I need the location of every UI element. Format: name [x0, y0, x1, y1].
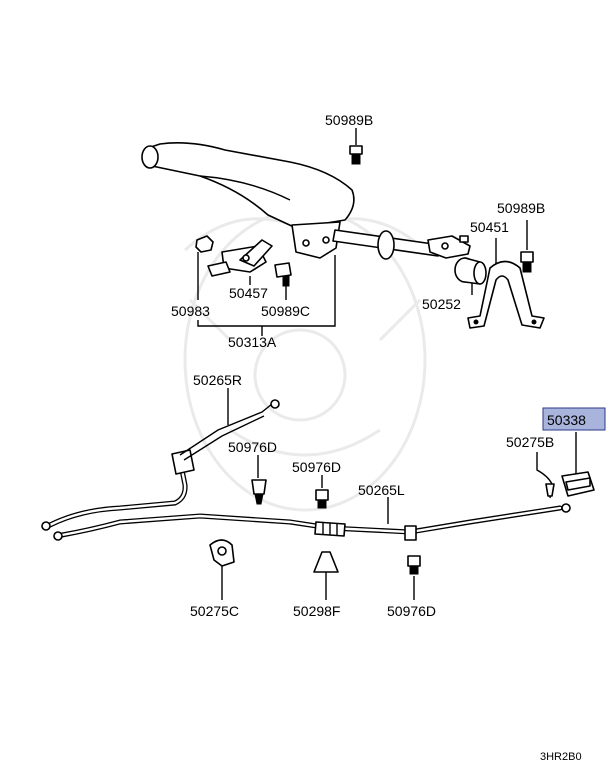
- label-50275c: 50275C: [190, 603, 239, 619]
- highlight-50338: [542, 407, 606, 431]
- bolt-50976d-c: [407, 555, 421, 600]
- label-50976d-b: 50976D: [292, 459, 341, 475]
- bolt-50989b-top: [349, 128, 363, 165]
- cable-50265l: [53, 497, 571, 541]
- label-50451: 50451: [470, 219, 509, 235]
- label-50338[interactable]: 50338: [547, 412, 586, 428]
- label-50976d-c: 50976D: [387, 603, 436, 619]
- clamp-50298f: [313, 551, 339, 600]
- label-50252: 50252: [422, 296, 461, 312]
- label-50275b: 50275B: [506, 434, 554, 450]
- label-50989b-right: 50989B: [497, 200, 545, 216]
- label-50265r: 50265R: [193, 372, 242, 388]
- label-50989c: 50989C: [261, 303, 310, 319]
- label-50976d-a: 50976D: [228, 439, 277, 455]
- bolt-50976d-a: [251, 455, 267, 505]
- label-50983: 50983: [171, 303, 210, 319]
- bolt-50989c: [274, 262, 292, 300]
- footer-code: 3HR2B0: [540, 751, 582, 763]
- label-50265l: 50265L: [358, 482, 405, 498]
- ratchet-bracket-50457: [207, 239, 273, 285]
- bolt-50976d-b: [315, 475, 329, 509]
- label-50298f: 50298F: [293, 603, 340, 619]
- label-50313a: 50313A: [228, 334, 277, 350]
- clip-50275b: [536, 452, 555, 499]
- group-bracket-50313a: [197, 255, 336, 336]
- retainer-50338: [561, 432, 595, 497]
- clip-50275c: [209, 539, 235, 600]
- bracket-50451: [467, 238, 545, 329]
- cable-50265r: [41, 388, 280, 531]
- nut-50983: [195, 235, 214, 300]
- label-50457: 50457: [229, 285, 268, 301]
- bolt-50989b-right: [520, 220, 534, 273]
- label-50989b-top: 50989B: [325, 112, 373, 128]
- handbrake-lever: [141, 142, 471, 260]
- bushing-50252: [454, 257, 487, 295]
